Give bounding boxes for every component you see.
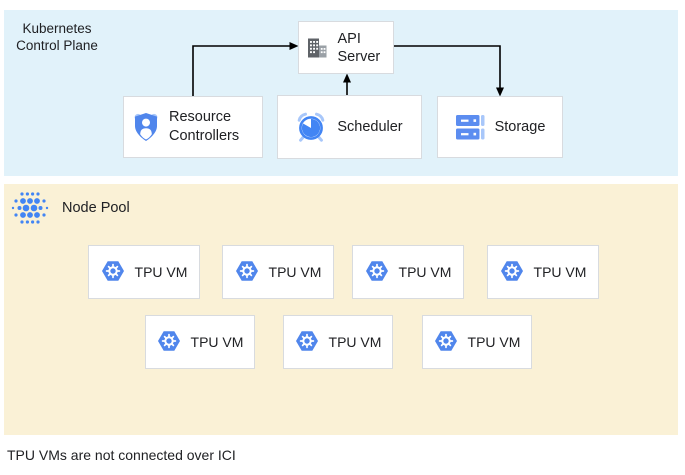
node-pool-region-label: Node Pool	[62, 200, 130, 216]
building-icon	[305, 36, 329, 60]
tpu-hexagon-icon	[295, 330, 319, 355]
tpu-hexagon-icon	[101, 260, 125, 285]
tpu-vm-box: TPU VM	[283, 315, 393, 369]
dotted-cluster-icon	[10, 188, 50, 228]
tpu-vm-box: TPU VM	[222, 245, 334, 299]
tpu-vm-label: TPU VM	[533, 264, 587, 280]
tpu-hexagon-icon	[500, 260, 524, 285]
scheduler-box: Scheduler	[277, 95, 422, 159]
storage-disks-icon	[455, 114, 485, 141]
tpu-vm-label: TPU VM	[398, 264, 452, 280]
storage-label: Storage	[494, 119, 546, 135]
tpu-hexagon-icon	[365, 260, 389, 285]
tpu-vm-box: TPU VM	[487, 245, 599, 299]
api-server-box: API Server	[298, 21, 394, 74]
storage-box: Storage	[437, 96, 563, 158]
tpu-hexagon-icon	[434, 330, 458, 355]
tpu-hexagon-icon	[235, 260, 259, 285]
tpu-vm-label: TPU VM	[190, 334, 244, 350]
alarm-clock-icon	[296, 111, 326, 143]
tpu-vm-label: TPU VM	[268, 264, 322, 280]
resource-controllers-label: Resource Controllers	[169, 109, 240, 144]
tpu-vm-label: TPU VM	[328, 334, 382, 350]
tpu-vm-box: TPU VM	[352, 245, 464, 299]
api-server-label: API Server	[337, 30, 381, 65]
tpu-vm-label: TPU VM	[467, 334, 521, 350]
tpu-hexagon-icon	[157, 330, 181, 355]
scheduler-label: Scheduler	[337, 119, 403, 135]
tpu-vm-label: TPU VM	[134, 264, 188, 280]
footnote-caption: TPU VMs are not connected over ICI	[7, 447, 236, 463]
node-pool-region	[4, 184, 678, 435]
tpu-vm-box: TPU VM	[88, 245, 200, 299]
tpu-vm-box: TPU VM	[422, 315, 532, 369]
resource-controllers-box: Resource Controllers	[123, 96, 263, 158]
tpu-vm-box: TPU VM	[145, 315, 255, 369]
control-plane-region-label: Kubernetes Control Plane	[16, 21, 98, 53]
shield-user-icon	[133, 112, 159, 142]
